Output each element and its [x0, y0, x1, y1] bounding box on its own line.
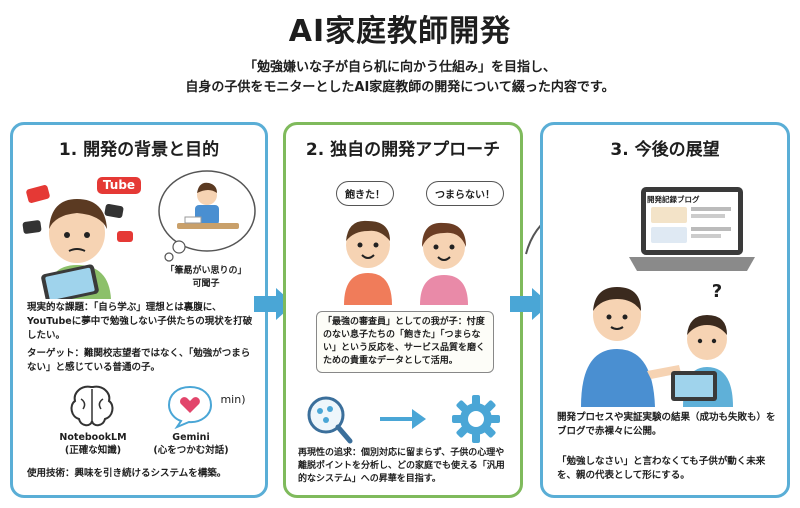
youtube-logo-text: Tube	[97, 177, 141, 194]
target-text: ターゲット：難関校志望者ではなく、「勉強がつまらない」と感じている普通の子。	[27, 348, 251, 373]
laptop-blog-illustration	[629, 187, 755, 271]
subtitle-line-2: 自身の子供をモニターとしたAI家庭教師の開発について綴った内容です。	[185, 80, 615, 95]
tool-1-desc: (正確な知識)	[64, 445, 122, 456]
panel-2-title: 2. 独自の開発アプローチ	[305, 140, 501, 160]
repro-text: 再現性の追求：個別対応に留まらず、子供の心理や離脱ポイントを分析し、どの家庭でも…	[298, 448, 505, 484]
tech-text: 使用技術：興味を引き続けるシステムを構築。	[27, 468, 227, 479]
panel-1-title: 1. 開発の背景と目的	[58, 140, 220, 160]
brain-icon	[70, 385, 114, 427]
panel-3-title: 3. 今後の展望	[610, 140, 720, 160]
arrow-right-small-icon	[380, 409, 426, 429]
chat-heart-icon	[167, 385, 213, 429]
future-text: 「勉強しなさい」と言わなくても子供が動く未来を、親の代表として形にする。	[557, 456, 766, 481]
page-title: AI家庭教師開発	[288, 14, 512, 49]
thought-caption: 「筆勗がい思りの」 可聞子	[165, 266, 247, 289]
issue-text: 現実的な課題：「自ら学ぶ」理想とは裏腹に、YouTubeに夢中で勉強しない子供た…	[27, 302, 253, 341]
gear-icon	[452, 395, 500, 443]
panel-background: 1. 開発の背景と目的 Tube 「筆勗がい思りの」 可聞子 現実的な課題：「自…	[10, 122, 268, 498]
speech-bubble-right: つまらない！	[426, 181, 504, 206]
question-mark-icon: ?	[711, 281, 723, 302]
page-subtitle: 「勉強嫌いな子が自ら机に向かう仕組み」を目指し、 自身の子供をモニターとしたAI…	[0, 58, 800, 98]
subtitle-line-1: 「勉強嫌いな子が自ら机に向かう仕組み」を目指し、	[243, 60, 556, 75]
panel-3: 3. 今後の展望 開発記録ブログ ? 開発プロセスや実証実験の結果（成功も失敗も…	[540, 122, 790, 498]
children-illustration	[344, 220, 468, 305]
thought-bubble-illustration	[158, 170, 256, 262]
child-with-tablet-illustration	[22, 185, 133, 299]
tool-2-min-label: min)	[220, 393, 246, 406]
panel-2: 2. 独自の開発アプローチ 飽きた！ つまらない！ 「最強の審査員」としての我が…	[283, 122, 523, 498]
magnifier-icon	[307, 396, 353, 444]
blog-text: 開発プロセスや実証実験の結果（成功も失敗も）をブログで赤裸々に公開。	[557, 412, 776, 437]
speech-bubble-left: 飽きた！	[336, 181, 394, 206]
blog-title-label: 開発記録ブログ	[647, 195, 700, 204]
tool-1-name: NotebookLM	[59, 432, 127, 443]
quote-box: 「最強の審査員」としての我が子：忖度のない息子たちの「飽きた」「つまらない」とい…	[316, 311, 494, 373]
father-son-illustration	[581, 287, 733, 407]
tool-2-desc: (心をつかむ対話)	[153, 445, 229, 456]
tool-2-name: Gemini	[172, 432, 210, 443]
